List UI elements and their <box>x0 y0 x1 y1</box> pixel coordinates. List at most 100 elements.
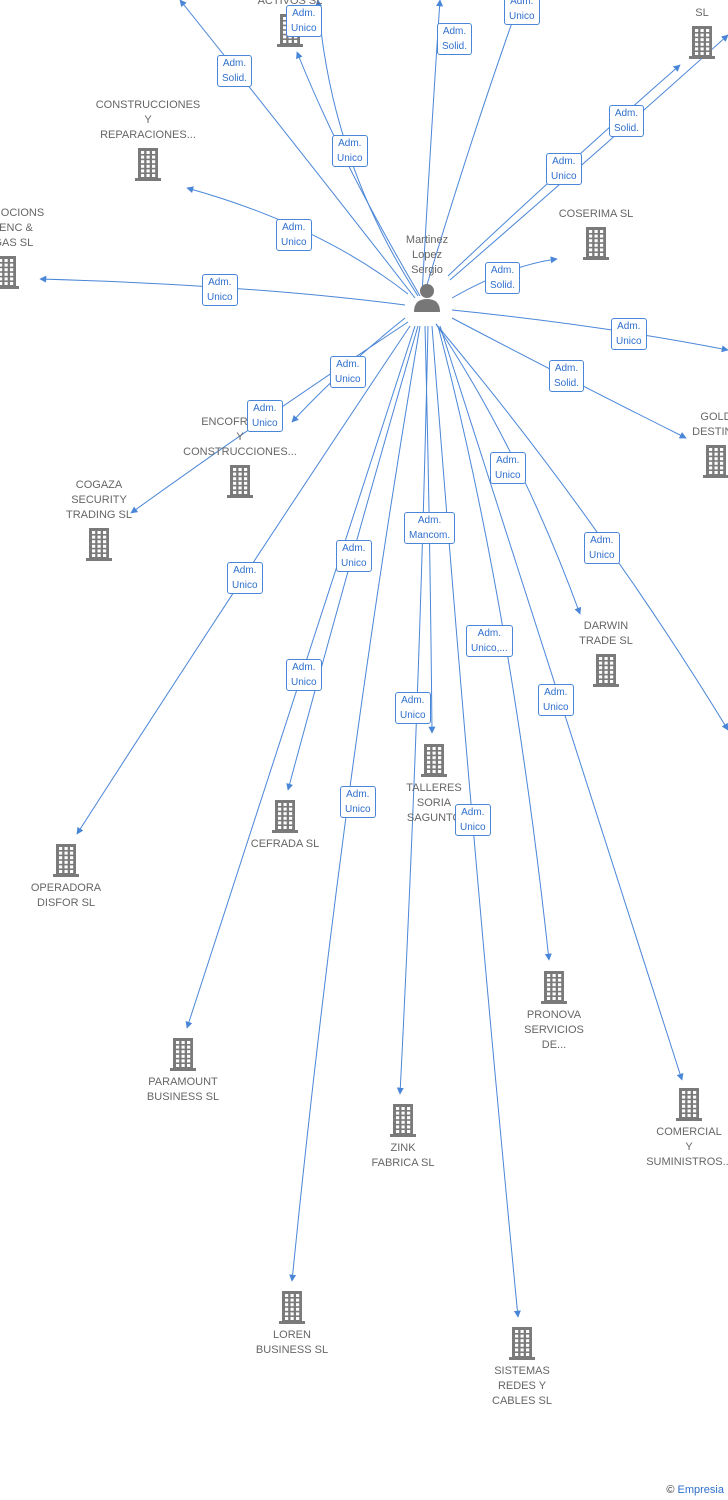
relation-label-line: Adm. <box>417 515 442 526</box>
relation-label-line: Adm. <box>496 455 520 466</box>
relation-badge-r5[interactable]: Adm.Unico <box>504 0 540 25</box>
relation-badge-r17[interactable]: Adm.Mancom. <box>404 512 456 544</box>
company-label-line: LOREN <box>273 1329 311 1341</box>
relation-badge-r2[interactable]: Adm.Unico <box>332 135 368 167</box>
building-icon <box>170 1038 196 1071</box>
company-label-line: SORIA <box>416 797 452 809</box>
company-node-c4[interactable]: COSERIMA SL <box>526 207 666 260</box>
company-label-line: REPARACIONES... <box>100 129 196 141</box>
building-icon <box>509 1327 535 1360</box>
relation-badge-r22[interactable]: Adm.Unico <box>286 659 322 691</box>
company-label-line: CONSTRUCCIONES... <box>183 446 297 458</box>
relation-badge-r7[interactable]: Adm. Unico <box>546 153 582 185</box>
relation-label-line: Unico <box>495 470 521 481</box>
company-label: OPERADORA DISFOR SL <box>0 881 136 911</box>
building-icon <box>86 528 112 561</box>
relation-badge-r6[interactable]: Adm.Solid. <box>609 105 645 137</box>
relation-label-line: Solid. <box>442 41 468 52</box>
relation-label-line: Unico <box>589 550 615 561</box>
company-label-line: DISFOR SL <box>36 897 96 909</box>
company-label-line: REDES Y <box>497 1380 547 1392</box>
company-label-line: SERVICIOS <box>524 1024 584 1036</box>
footer-brand: © Empresia <box>666 1484 724 1496</box>
relation-label-line: Unico <box>232 580 258 591</box>
relation-badge-r16[interactable]: Adm.Unico <box>584 532 620 564</box>
relation-label-line: Adm. <box>292 662 316 673</box>
relation-badge-r3[interactable]: Adm.Unico <box>286 5 322 37</box>
relation-label-line: Solid. <box>222 73 248 84</box>
relation-label-line: Adm. <box>552 156 576 167</box>
company-label-line: VEGAS SL <box>0 237 34 249</box>
relation-badge-r12[interactable]: Adm.Unico <box>330 356 366 388</box>
relation-badge-r21[interactable]: Adm. Unico,... <box>466 625 513 657</box>
company-label-line: TALLERES <box>406 782 462 794</box>
company-label-line: GOLD <box>700 411 728 423</box>
company-node-c2[interactable]: SL <box>632 6 728 59</box>
relation-badge-r20[interactable]: Adm. Unico <box>395 692 431 724</box>
building-icon <box>227 465 253 498</box>
company-label-line: Y <box>236 431 244 443</box>
relation-label-line: Unico <box>400 710 426 721</box>
company-label-line: BUSINESS SL <box>146 1091 220 1103</box>
relation-label-line: Adm. <box>461 807 485 818</box>
building-icon <box>0 256 19 289</box>
company-label-line: CEFRADA SL <box>250 838 320 850</box>
relation-label-line: Adm. <box>617 321 641 332</box>
company-label-line: Y <box>144 114 152 126</box>
company-node-c6[interactable]: GOLDDESTINY <box>646 410 728 478</box>
relation-label-line: Unico <box>551 171 577 182</box>
relation-badge-r19[interactable]: Adm. Unico <box>227 562 263 594</box>
company-label-line: PARAMOUNT <box>148 1076 218 1088</box>
relation-label-line: Adm. <box>233 565 257 576</box>
relation-badge-r23[interactable]: Adm.Unico <box>538 684 574 716</box>
building-icon <box>390 1104 416 1137</box>
relation-label-line: Adm. <box>401 695 425 706</box>
relation-badge-r8[interactable]: Adm.Unico <box>276 219 312 251</box>
relation-label-line: Unico <box>291 23 317 34</box>
relation-badge-r18[interactable]: Adm.Unico <box>336 540 372 572</box>
company-node-c5[interactable]: PROMOCIONSVALENC &VEGAS SL <box>0 206 76 289</box>
relation-label-line: Unico <box>341 558 367 569</box>
relation-badge-r24[interactable]: Adm.Unico <box>340 786 376 818</box>
building-icon <box>541 971 567 1004</box>
company-node-c12[interactable]: OPERADORA DISFOR SL <box>0 843 136 911</box>
relation-badge-r11[interactable]: Adm.Unico <box>611 318 647 350</box>
relation-badge-r1[interactable]: Adm.Solid. <box>217 55 253 87</box>
person-icon <box>414 284 440 312</box>
relation-badge-r13[interactable]: Adm.Solid. <box>549 360 585 392</box>
building-icon <box>421 744 447 777</box>
relation-label-line: Unico <box>345 804 371 815</box>
relation-label-line: Adm. <box>477 628 502 639</box>
relation-label-line: Unico,... <box>471 643 508 654</box>
company-node-c11[interactable]: CEFRADA SL <box>215 799 355 852</box>
relation-badge-r25[interactable]: Adm.Unico <box>455 804 491 836</box>
company-label: GOLDDESTINY <box>646 410 728 440</box>
company-label-line: FABRICA SL <box>371 1157 435 1169</box>
company-label-line: VALENC & <box>0 222 33 234</box>
relation-badge-r10[interactable]: Adm.Unico <box>202 274 238 306</box>
relation-label-line: Adm. <box>338 138 362 149</box>
company-label-line: PRONOVA <box>526 1009 582 1021</box>
relation-badge-r9[interactable]: Adm.Solid. <box>485 262 521 294</box>
company-label-line: OPERADORA <box>30 882 102 894</box>
relation-badge-r14[interactable]: Adm.Unico <box>247 400 283 432</box>
building-icon <box>53 844 79 877</box>
relation-badge-r15[interactable]: Adm. Unico <box>490 452 526 484</box>
company-label: ACTIVOS SL <box>220 0 360 9</box>
relation-badge-r4[interactable]: Adm.Solid. <box>437 23 473 55</box>
building-icon <box>583 227 609 260</box>
building-icon <box>676 1088 702 1121</box>
company-node-c14[interactable]: PARAMOUNT BUSINESS SL <box>113 1037 253 1105</box>
